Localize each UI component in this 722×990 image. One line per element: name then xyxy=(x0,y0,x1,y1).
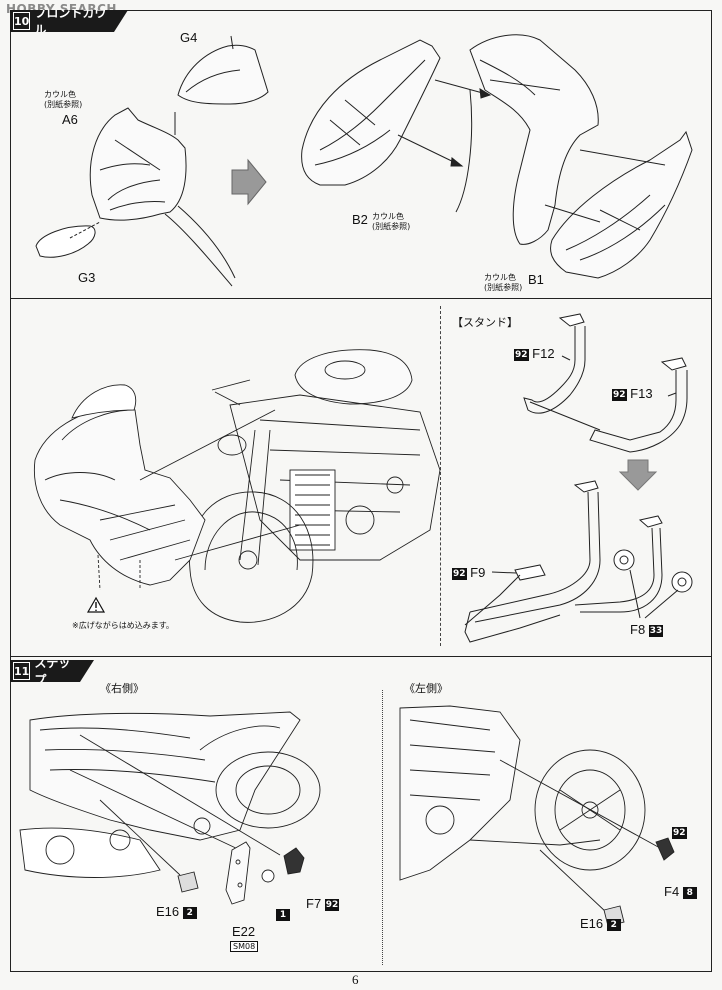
label-f4: F4 8 xyxy=(664,884,697,899)
divider-step10 xyxy=(10,298,712,299)
g3-drawing xyxy=(35,221,101,258)
b2-cowl-drawing xyxy=(301,39,441,186)
step11-number: 11 xyxy=(13,662,30,680)
e22-box-code: SM08 xyxy=(230,941,259,952)
b1-note-ref: (別紙参照) xyxy=(484,283,523,292)
g4-windscreen-drawing xyxy=(177,35,269,105)
f4-badge: 8 xyxy=(682,886,697,899)
warning-note: ※広げながらはめ込みます。 xyxy=(72,621,174,630)
right-side-step-drawing xyxy=(19,711,321,905)
label-g3: G3 xyxy=(78,270,96,285)
divider-stand xyxy=(440,306,441,646)
stand-parts-drawing xyxy=(464,313,693,643)
f13-badge: 92 xyxy=(612,388,627,401)
a6-cowl-drawing xyxy=(89,107,236,287)
f7-name: F7 xyxy=(306,896,322,911)
f4-top-badge: 92 xyxy=(672,826,687,839)
e16-right-badge: 2 xyxy=(182,906,197,919)
label-f13: 92 F13 xyxy=(612,386,653,401)
f4-top-badge-wrap: 92 xyxy=(672,822,687,841)
e16-left-badge: 2 xyxy=(606,918,621,931)
label-f9: 92 F9 xyxy=(452,565,485,580)
center-cowl-drawing xyxy=(455,34,599,245)
a6-note-ref: (別紙参照) xyxy=(44,100,83,109)
step11-header: 11 ステップ xyxy=(10,660,94,682)
label-e16-left: E16 2 xyxy=(580,916,621,931)
f8-badge: 33 xyxy=(648,624,664,637)
f13-name: F13 xyxy=(630,386,653,401)
b1-cowl-drawing xyxy=(550,130,693,279)
direction-arrow-drawing xyxy=(231,158,267,206)
f8-name: F8 xyxy=(630,622,646,637)
e16-right-name: E16 xyxy=(156,904,180,919)
left-side-step-drawing xyxy=(399,705,675,927)
warning-icon xyxy=(86,596,106,613)
left-side-label: 《左側》 xyxy=(404,683,448,695)
label-f12: 92 F12 xyxy=(514,346,555,361)
assembly-arrow-3 xyxy=(579,149,666,166)
right-side-label: 《右側》 xyxy=(100,683,144,695)
f7-badge: 92 xyxy=(324,898,340,911)
page-number: 6 xyxy=(352,972,359,987)
b2-note-color: カウル色 xyxy=(372,212,404,221)
label-f7: F7 92 xyxy=(306,896,340,911)
motorcycle-assembly-drawing xyxy=(33,349,441,623)
label-e22: E22 xyxy=(232,924,256,939)
f12-badge: 92 xyxy=(514,348,529,361)
divider-step11-sides xyxy=(382,690,383,965)
label-f8: F8 33 xyxy=(630,622,664,637)
f4-name: F4 xyxy=(664,884,680,899)
page-frame xyxy=(10,10,712,972)
b2-note-ref: (別紙参照) xyxy=(372,222,411,231)
label-g4: G4 xyxy=(180,30,198,45)
f9-badge: 92 xyxy=(452,567,467,580)
stand-title: 【スタンド】 xyxy=(452,317,518,329)
label-b1: B1 xyxy=(528,272,544,287)
a6-note-color: カウル色 xyxy=(44,90,76,99)
label-a6: A6 xyxy=(62,112,78,127)
f9-name: F9 xyxy=(470,565,486,580)
e16-left-name: E16 xyxy=(580,916,604,931)
f12-name: F12 xyxy=(532,346,555,361)
b1-note-color: カウル色 xyxy=(484,273,516,282)
step10-number: 10 xyxy=(13,12,30,30)
part1-badge-wrap: 1 xyxy=(276,904,290,923)
label-b2: B2 xyxy=(352,212,368,227)
part1-badge: 1 xyxy=(276,908,290,921)
assembly-arrow-4 xyxy=(544,204,601,223)
divider-step11 xyxy=(10,656,712,657)
label-e16-right: E16 2 xyxy=(156,904,197,919)
